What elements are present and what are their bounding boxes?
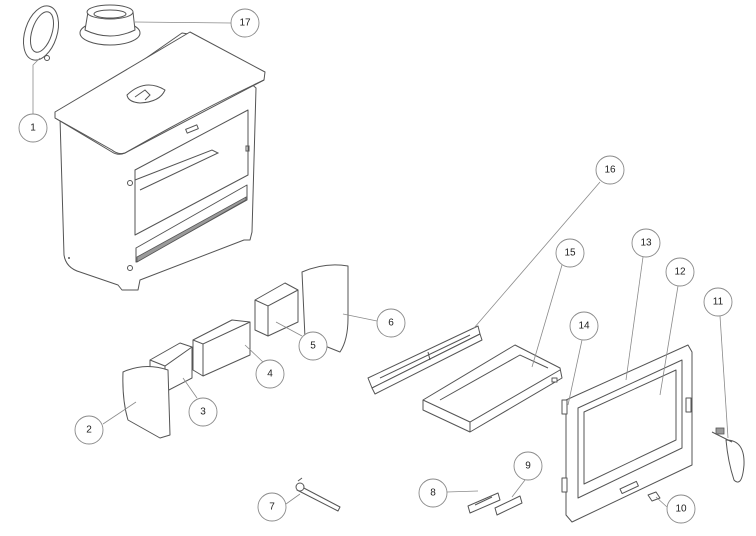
part-1-flue-ring: [22, 5, 60, 61]
leader-lines: [32, 21, 729, 508]
part-6-side-brick: [301, 264, 349, 353]
callout-label: 6: [388, 318, 394, 329]
callout-label: 10: [675, 504, 687, 515]
callout-label: 7: [269, 502, 275, 513]
callout-label: 9: [525, 461, 531, 472]
callout-17: 17: [230, 8, 260, 38]
callout-label: 17: [239, 18, 251, 29]
callout-label: 5: [310, 341, 316, 352]
callout-label: 12: [674, 267, 686, 278]
callout-label: 14: [578, 321, 590, 332]
part-2-side-brick: [122, 366, 171, 439]
stove-body: [54, 31, 266, 291]
callout-label: 2: [86, 425, 92, 436]
callout-1: 1: [18, 113, 48, 143]
part-17-flue-outlet: [79, 4, 141, 46]
callout-15: 15: [555, 238, 585, 268]
callout-13: 13: [631, 228, 661, 258]
part-9-air-slider: [494, 495, 523, 516]
callout-10: 10: [666, 494, 696, 524]
part-15-ash-pan: [422, 344, 563, 433]
callout-11: 11: [703, 287, 733, 317]
callout-label: 8: [430, 488, 436, 499]
part-11-door-handle: [711, 427, 745, 483]
part-4-back-brick: [192, 319, 251, 377]
part-8-air-slider: [467, 492, 501, 514]
callout-9: 9: [513, 451, 543, 481]
callout-6: 6: [376, 308, 406, 338]
callout-label: 3: [200, 407, 206, 418]
callout-2: 2: [74, 415, 104, 445]
part-10-catch: [647, 491, 661, 502]
callout-7: 7: [257, 492, 287, 522]
callout-3: 3: [188, 397, 218, 427]
part-12-glass: [583, 369, 677, 485]
callout-5: 5: [298, 331, 328, 361]
callout-8: 8: [418, 478, 448, 508]
part-5-brick: [254, 282, 299, 337]
callout-label: 16: [604, 165, 616, 176]
callout-4: 4: [255, 359, 285, 389]
callout-14: 14: [569, 311, 599, 341]
part-7-operating-tool: [295, 477, 341, 512]
callout-label: 15: [564, 248, 576, 259]
callout-label: 13: [640, 238, 652, 249]
part-16-baffle: [367, 325, 483, 395]
callout-16: 16: [595, 155, 625, 185]
callout-label: 1: [30, 123, 36, 134]
callout-label: 11: [713, 297, 724, 308]
callout-label: 4: [267, 369, 273, 380]
callout-12: 12: [665, 257, 695, 287]
